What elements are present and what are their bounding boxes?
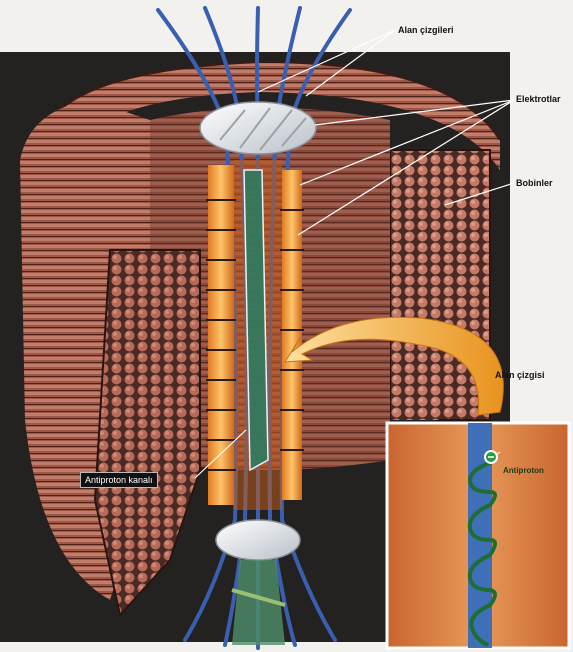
label-electrodes: Elektrotlar: [516, 94, 561, 104]
bottom-end-cap: [216, 520, 300, 560]
label-coils: Bobinler: [516, 178, 553, 188]
label-antiproton: Antiproton: [503, 466, 544, 475]
label-field-line: Alan çizgisi: [495, 370, 545, 380]
label-field-lines: Alan çizgileri: [398, 25, 454, 35]
electrode-stack: [206, 160, 304, 510]
label-antiproton-channel: Antiproton kanalı: [80, 472, 158, 488]
